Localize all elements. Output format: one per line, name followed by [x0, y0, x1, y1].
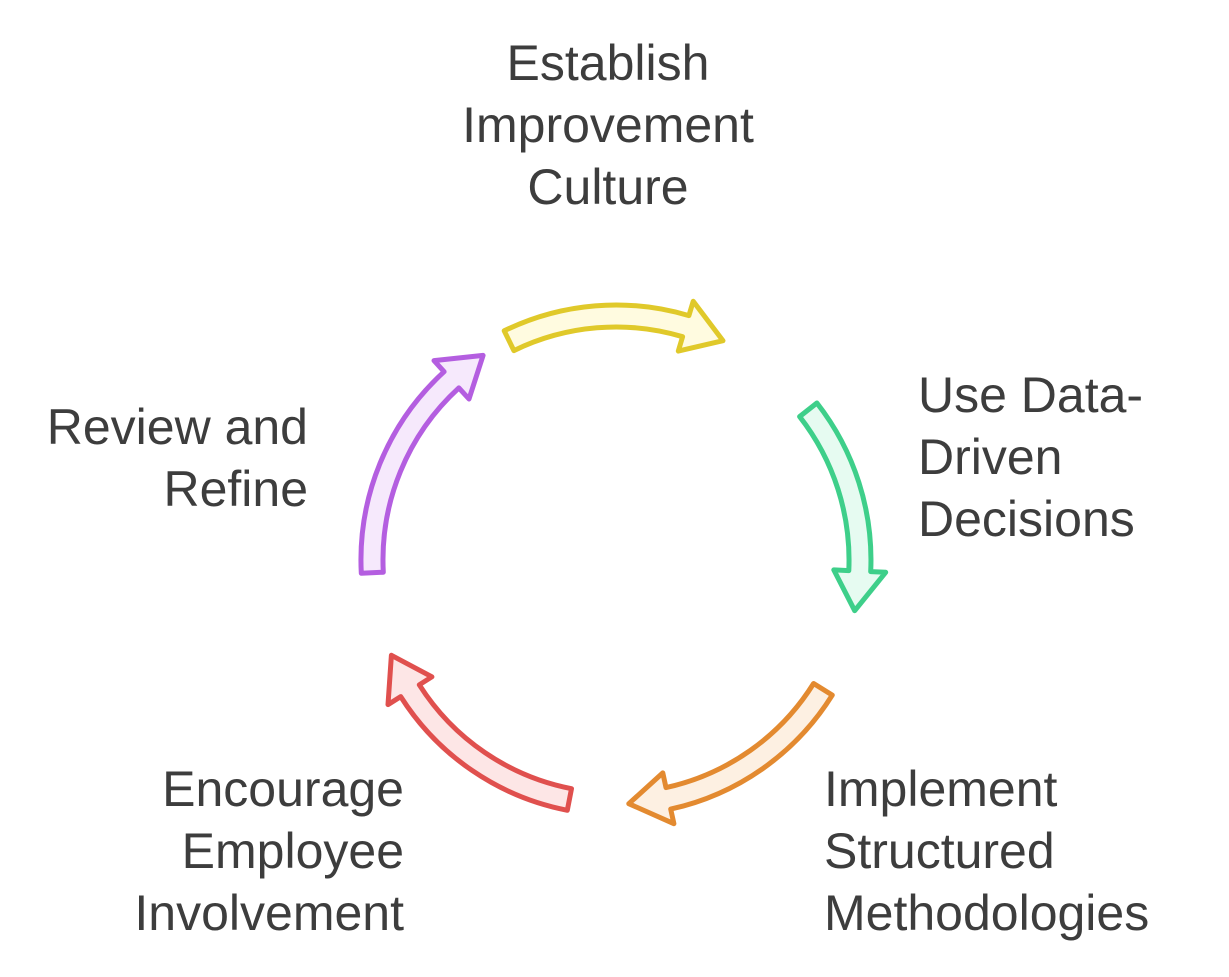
arrow-structured-methodologies	[626, 681, 835, 827]
arrow-employee-involvement	[385, 652, 574, 813]
step-label-data-driven-decisions: Use Data- Driven Decisions	[918, 367, 1144, 547]
step-label-structured-methodologies: Implement Structured Methodologies	[824, 761, 1150, 941]
arrow-review-refine	[358, 352, 486, 576]
arrow-data-driven-decisions	[797, 400, 889, 614]
step-label-review-refine: Review and Refine	[46, 399, 308, 517]
step-label-employee-involvement: Encourage Employee Involvement	[134, 761, 404, 941]
arrow-establish-culture	[501, 298, 726, 354]
step-label-establish-culture: Establish Improvement Culture	[462, 35, 754, 215]
